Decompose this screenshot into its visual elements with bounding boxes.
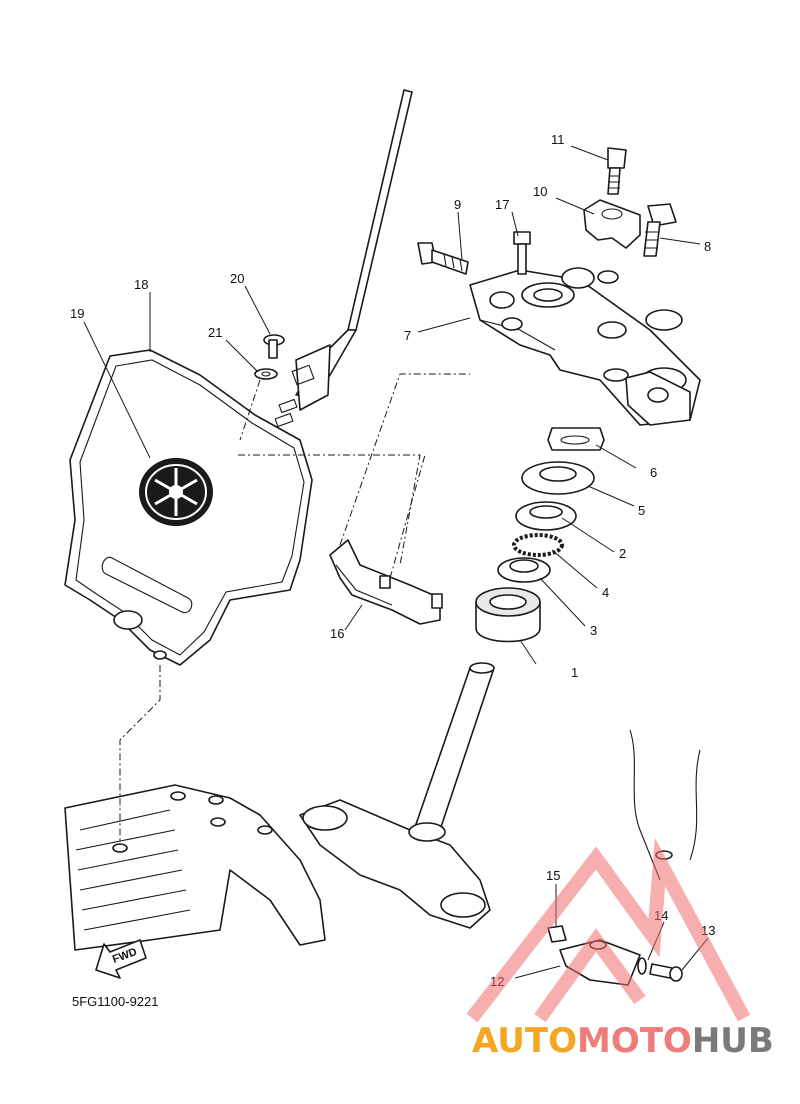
diagram-part-code: 5FG1100-9221 — [72, 994, 159, 1009]
bearing-1 — [475, 587, 541, 643]
callout-labels: 1 2 3 4 5 6 7 8 9 10 11 12 13 14 15 16 1… — [70, 132, 715, 989]
callout-9: 9 — [454, 197, 461, 212]
washer-14 — [637, 957, 647, 975]
washer-21 — [254, 368, 278, 380]
ball-bearing-4 — [512, 533, 564, 557]
watermark-text: AUTOMOTOHUB — [472, 1021, 774, 1061]
callout-17: 17 — [495, 197, 509, 212]
ring-nut-6 — [547, 427, 605, 451]
frame-front — [64, 665, 326, 951]
watermark-moto: MOTO — [577, 1021, 692, 1061]
callout-7: 7 — [404, 328, 411, 343]
callout-5: 5 — [638, 503, 645, 518]
upper-cap-10 — [583, 199, 641, 249]
watermark-hub: HUB — [692, 1021, 774, 1061]
callout-11: 11 — [551, 132, 565, 147]
callout-1: 1 — [571, 665, 578, 680]
number-plate-assembly — [64, 89, 421, 666]
bolt-8 — [643, 203, 677, 257]
automotohub-logo — [466, 837, 751, 1023]
callout-10: 10 — [533, 184, 547, 199]
bolt-17 — [513, 231, 531, 275]
steering-stem — [299, 662, 495, 929]
callout-6: 6 — [650, 465, 657, 480]
callout-20: 20 — [230, 271, 244, 286]
callout-16: 16 — [330, 626, 344, 641]
watermark-auto: AUTO — [472, 1021, 577, 1061]
washer-5 — [521, 461, 595, 495]
watermark: AUTOMOTOHUB — [466, 837, 774, 1061]
leader-lines — [83, 145, 709, 979]
race-3 — [497, 557, 551, 583]
callout-2: 2 — [619, 546, 626, 561]
callout-19: 19 — [70, 306, 84, 321]
bolt-11 — [607, 147, 627, 195]
callout-15: 15 — [546, 868, 560, 883]
callout-8: 8 — [704, 239, 711, 254]
upper-bracket-7 — [469, 267, 701, 426]
screw-20 — [263, 334, 285, 359]
emblem-19 — [139, 458, 213, 526]
callout-21: 21 — [208, 325, 222, 340]
bolt-9 — [417, 242, 469, 275]
bolt-13 — [649, 963, 683, 982]
callout-3: 3 — [590, 623, 597, 638]
callout-4: 4 — [602, 585, 609, 600]
fwd-arrow: FWD — [95, 939, 147, 979]
cable-holder-16 — [329, 373, 470, 625]
nut-15 — [547, 925, 567, 943]
race-cover-2 — [515, 501, 577, 531]
callout-18: 18 — [134, 277, 148, 292]
